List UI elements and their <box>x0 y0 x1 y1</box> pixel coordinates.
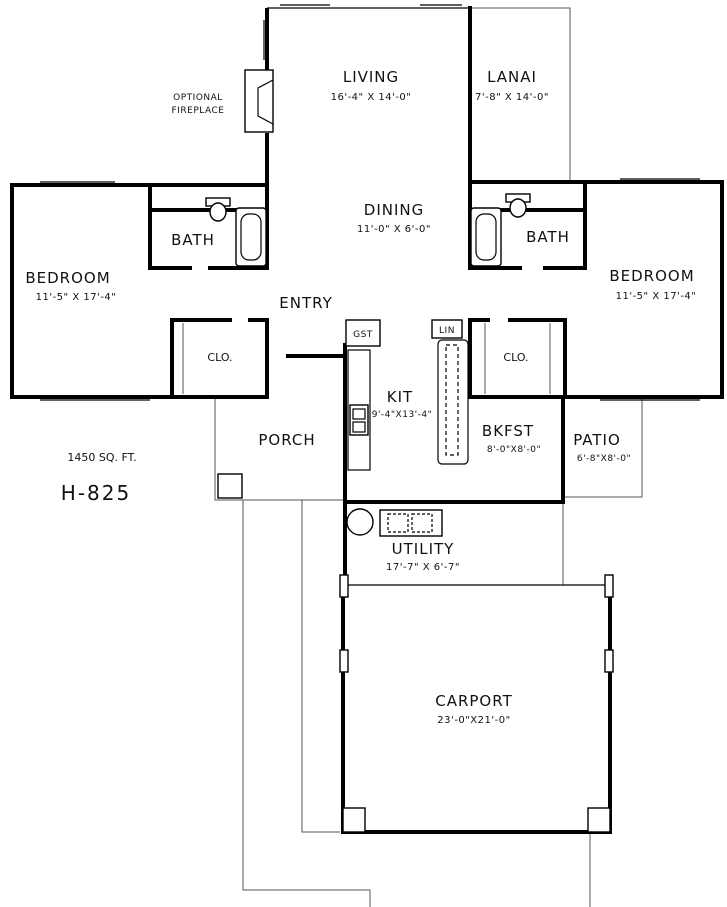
entry-label: ENTRY <box>279 294 333 312</box>
kitchen-size: 9'-4"X13'-4" <box>372 410 433 420</box>
breakfast-label: BKFST <box>482 422 534 440</box>
kitchen-label: KIT <box>387 388 413 406</box>
guest-closet-label: GST <box>353 330 373 340</box>
bath-right-label: BATH <box>526 228 570 246</box>
closet-right-label: CLO. <box>503 351 528 364</box>
bedroom-left-size: 11'-5" X 17'-4" <box>36 292 117 303</box>
carport-size: 23'-0"X21'-0" <box>437 715 510 726</box>
utility-label: UTILITY <box>392 540 455 558</box>
porch-label: PORCH <box>258 431 315 449</box>
small-closets <box>345 319 463 347</box>
posts <box>217 473 614 833</box>
carport-label: CARPORT <box>435 692 513 710</box>
living-label: LIVING <box>343 68 399 86</box>
dining-label: DINING <box>364 201 424 219</box>
fireplace-label-line1: OPTIONAL <box>173 93 223 103</box>
fireplace-label-line2: FIREPLACE <box>172 106 225 116</box>
bedroom-right-size: 11'-5" X 17'-4" <box>616 291 697 302</box>
patio-size: 6'-8"X8'-0" <box>577 454 631 464</box>
walls <box>10 6 724 834</box>
dining-size: 11'-0" X 6'-0" <box>357 224 431 235</box>
square-footage: 1450 SQ. FT. <box>67 451 136 464</box>
bedroom-right-label: BEDROOM <box>609 267 694 285</box>
bath-fixtures-left <box>205 197 267 267</box>
lanai-size: 7'-8" X 14'-0" <box>475 92 549 103</box>
patio-label: PATIO <box>573 431 621 449</box>
lanai-label: LANAI <box>487 68 537 86</box>
bath-fixtures-right <box>470 193 531 267</box>
linen-closet-label: LIN <box>439 326 455 336</box>
kitchen-counters <box>347 339 469 471</box>
windows <box>40 4 700 401</box>
breakfast-size: 8'-0"X8'-0" <box>487 445 541 455</box>
closet-left-label: CLO. <box>207 351 232 364</box>
plan-code: H-825 <box>61 481 131 505</box>
utility-appliances <box>346 508 443 537</box>
living-size: 16'-4" X 14'-0" <box>331 92 412 103</box>
bath-left-label: BATH <box>171 231 215 249</box>
bedroom-left-label: BEDROOM <box>25 269 110 287</box>
fireplace-symbol <box>244 69 274 133</box>
closet-details <box>182 323 551 394</box>
utility-size: 17'-7" X 6'-7" <box>386 562 460 573</box>
